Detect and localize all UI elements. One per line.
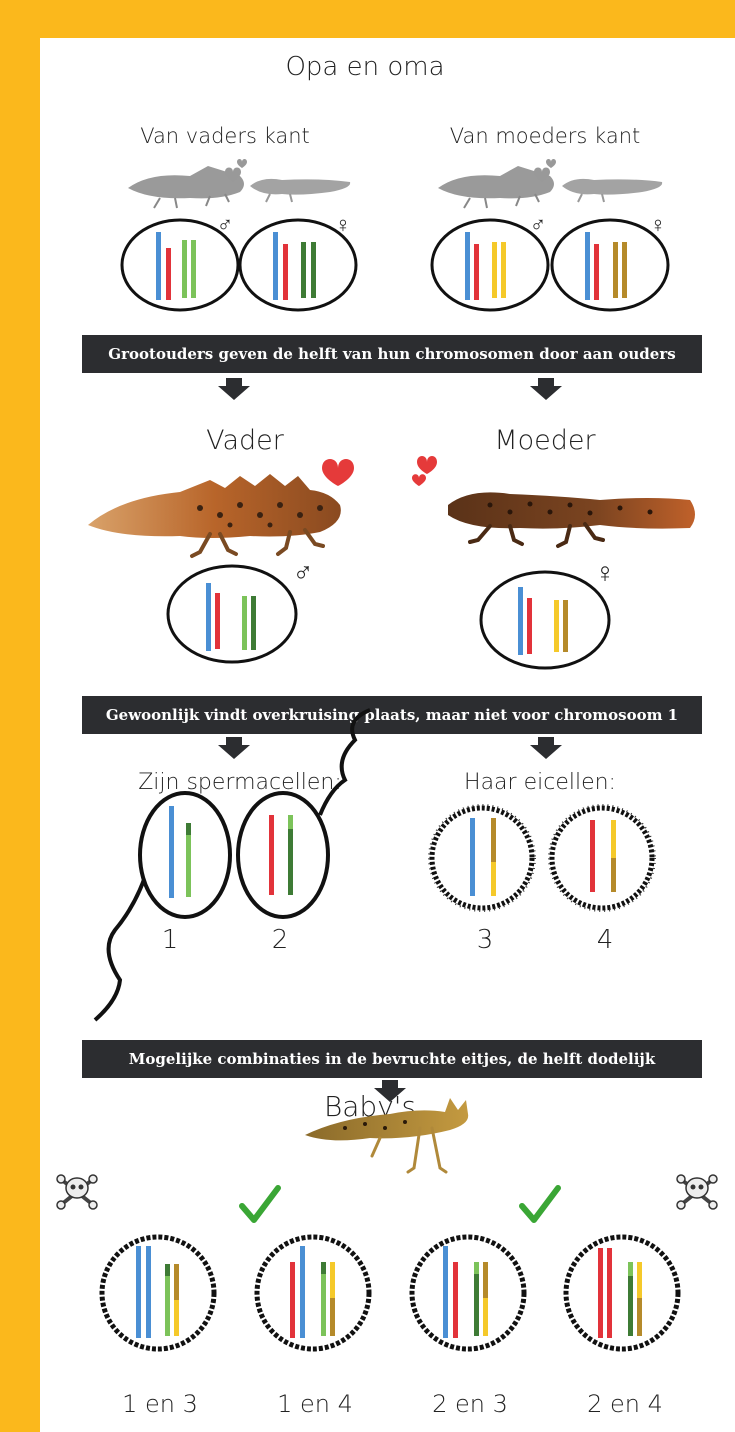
grandma-newt-paternal — [250, 179, 350, 202]
sperm-cell-1 — [95, 793, 230, 1020]
down-arrow-icon — [218, 378, 250, 400]
cell-mother — [481, 572, 609, 668]
down-arrow-icon — [530, 737, 562, 759]
skull-crossbones-icon — [57, 1175, 97, 1209]
chromosome-yellow — [492, 242, 497, 298]
down-arrow-icon — [530, 378, 562, 400]
baby-cell-2-en-3 — [412, 1237, 524, 1349]
cell-grandma-paternal — [240, 220, 356, 310]
checkmark-icon — [242, 1188, 278, 1220]
baby-newt — [305, 1098, 468, 1172]
heart-icon — [417, 456, 437, 474]
checkmark-icon — [522, 1188, 558, 1220]
chromosome-yellow — [501, 242, 506, 298]
cell-grandpa-paternal — [122, 220, 238, 310]
chromosome-darkgreen — [311, 242, 316, 298]
chromosome-darkyellow — [613, 242, 618, 298]
sperm-cell-2 — [238, 710, 370, 917]
chromosome-darkyellow — [622, 242, 627, 298]
cell-grandpa-maternal — [432, 220, 548, 310]
heart-icon — [322, 459, 354, 486]
chromosome-red — [594, 244, 599, 300]
chromosome-darkgreen — [301, 242, 306, 298]
chromosome-red — [166, 248, 171, 300]
chromosome-blue — [156, 232, 161, 300]
grandma-newt-maternal — [562, 179, 662, 202]
down-arrow-icon — [374, 1080, 406, 1102]
heart-icon — [412, 474, 426, 486]
baby-cell-1-en-4 — [257, 1237, 369, 1349]
skull-crossbones-icon — [677, 1175, 717, 1209]
chromosome-blue — [465, 232, 470, 300]
egg-cell-3 — [429, 805, 535, 911]
baby-cell-1-en-3 — [102, 1237, 214, 1349]
cell-grandma-maternal — [552, 220, 668, 310]
egg-cell-4 — [549, 805, 655, 911]
chromosome-blue — [273, 232, 278, 300]
chromosome-lightgreen — [182, 240, 187, 298]
chromosome-blue — [585, 232, 590, 300]
chromosome-red — [474, 244, 479, 300]
cell-father — [168, 566, 296, 662]
baby-cell-2-en-4 — [566, 1237, 678, 1349]
chromosome-red — [283, 244, 288, 300]
down-arrow-icon — [218, 737, 250, 759]
father-newt — [88, 474, 341, 556]
mother-newt — [448, 492, 695, 546]
chromosome-lightgreen — [191, 240, 196, 298]
